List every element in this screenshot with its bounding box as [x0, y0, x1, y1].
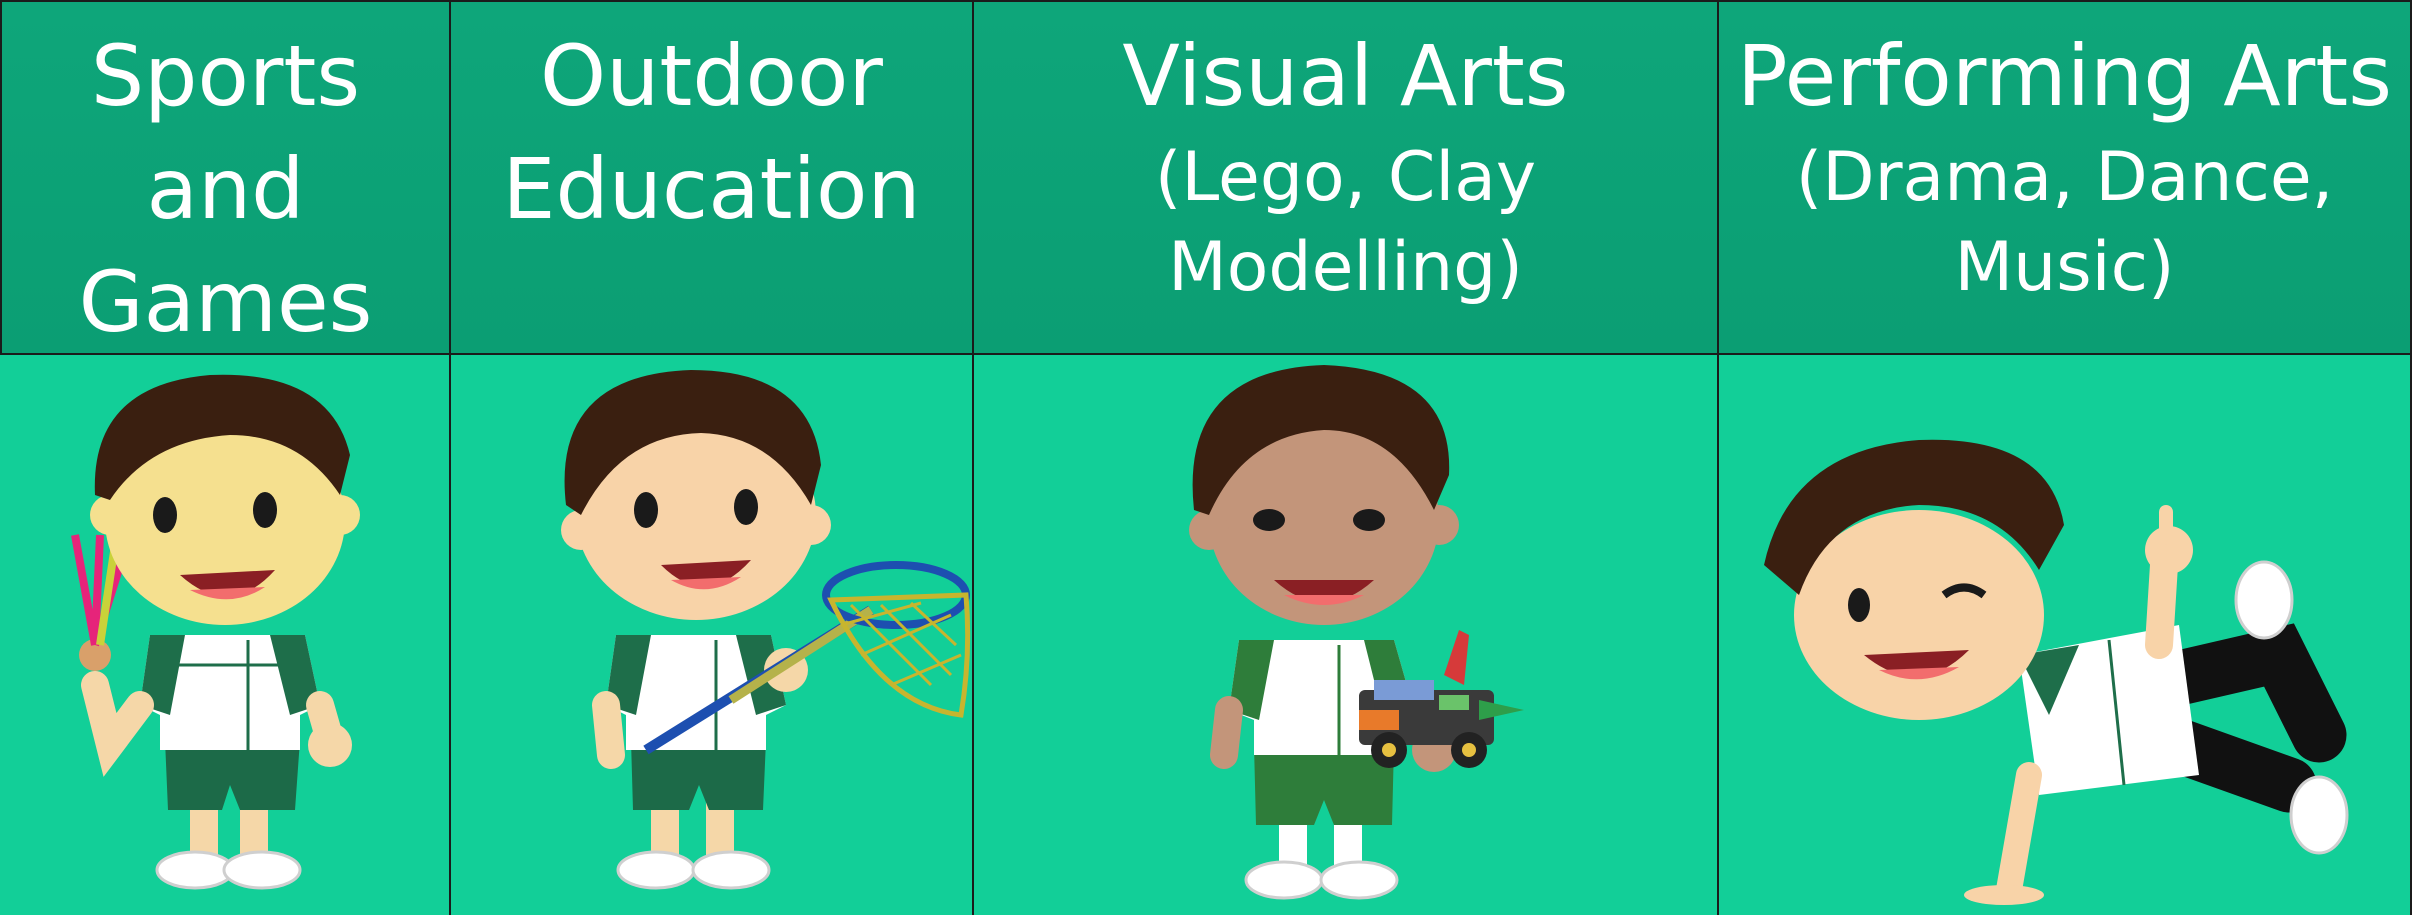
header-title-line1: Performing Arts: [1736, 27, 2393, 125]
butterfly-net-icon: [643, 561, 971, 755]
cell-sports-illustration: [0, 355, 451, 915]
header-visual-arts: Visual Arts (Lego, Clay Modelling): [974, 0, 1719, 355]
header-subtitle-line1: (Lego, Clay Modelling): [1154, 138, 1537, 307]
header-subtitle-line1: (Drama, Dance,: [1795, 138, 2334, 217]
header-performing-arts: Performing Arts (Drama, Dance, Music): [1719, 0, 2412, 355]
header-subtitle-line2: Music): [1954, 228, 2175, 307]
lego-car-icon: [1359, 630, 1524, 768]
header-title-line2: Education: [502, 140, 921, 238]
boy-sports-illustration: [71, 374, 360, 890]
boy-outdoor-illustration: [561, 370, 971, 890]
cell-performing-arts-illustration: [1719, 355, 2412, 915]
cell-outdoor-illustration: [451, 355, 974, 915]
boy-visual-arts-illustration: [1189, 365, 1524, 900]
header-title-line1: Outdoor: [540, 27, 883, 125]
header-title-line2: Games: [78, 253, 373, 351]
header-title-line1: Sports and: [90, 27, 361, 238]
header-outdoor-education: Outdoor Education: [451, 0, 974, 355]
header-sports-and-games: Sports and Games: [0, 0, 451, 355]
cell-visual-arts-illustration: [974, 355, 1719, 915]
header-title-line1: Visual Arts: [1122, 27, 1569, 125]
thumbs-up-icon: [2145, 505, 2193, 574]
boy-performing-arts-illustration: [1764, 439, 2349, 905]
